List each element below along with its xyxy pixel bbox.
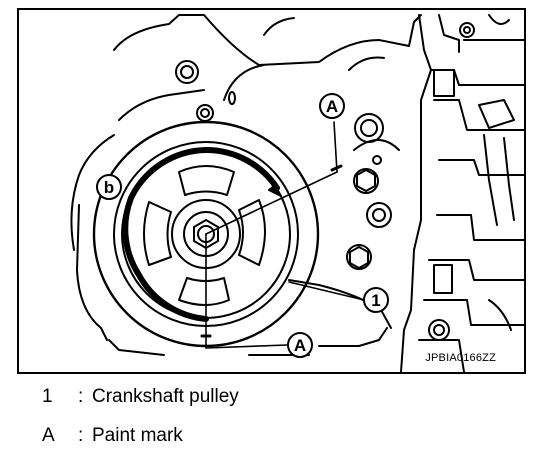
pulley-spoke-top — [178, 165, 235, 196]
callout-label-paint-mark-lower: A — [294, 336, 306, 355]
pulley-spoke-right — [238, 199, 266, 266]
legend-text: Paint mark — [92, 425, 183, 446]
cylinder-block-edge — [400, 14, 432, 372]
callout-label-pulley-number: 1 — [371, 291, 380, 310]
legend-separator: : — [78, 386, 84, 407]
legend-key: A — [42, 425, 55, 446]
bolt-right-3 — [366, 202, 392, 228]
engine-case-left-edge — [70, 134, 115, 251]
bolt-lower-right — [428, 319, 450, 341]
bolt-right-1 — [354, 113, 384, 143]
bolt-upper-mid — [196, 104, 214, 122]
legend-text: Crankshaft pulley — [92, 386, 239, 407]
pulley-spoke-bottom — [178, 277, 230, 306]
callout-label-mark-b: b — [104, 178, 114, 197]
callout-pulley-number — [363, 287, 389, 313]
bolt-right-4 — [346, 244, 372, 270]
pulley-drawing: A A 1 b — [70, 14, 524, 372]
legend-item-pulley: 1: Crankshaft pulley — [42, 386, 239, 408]
callout-mark-b — [96, 174, 122, 200]
engine-case-lower-outline — [76, 204, 108, 341]
pulley-leader-line — [288, 281, 365, 301]
legend-separator: : — [78, 425, 84, 446]
callout-label-paint-mark-upper: A — [326, 97, 338, 116]
pulley-spoke-left — [143, 201, 172, 266]
bolt-upper-left — [175, 60, 199, 84]
legend-item-paint-mark: A: Paint mark — [42, 425, 183, 447]
callout-paint-mark-upper — [319, 93, 345, 119]
engine-case-outline — [113, 14, 422, 66]
crankshaft-pulley-illustration: A A 1 b JPBIA0166ZZ — [17, 8, 526, 374]
figure-id-label: JPBIA0166ZZ — [425, 352, 496, 364]
callout-paint-mark-lower — [287, 332, 313, 358]
bolt-right-2 — [353, 168, 379, 194]
legend-key: 1 — [42, 386, 53, 407]
paint-mark-line-upper — [205, 171, 338, 235]
